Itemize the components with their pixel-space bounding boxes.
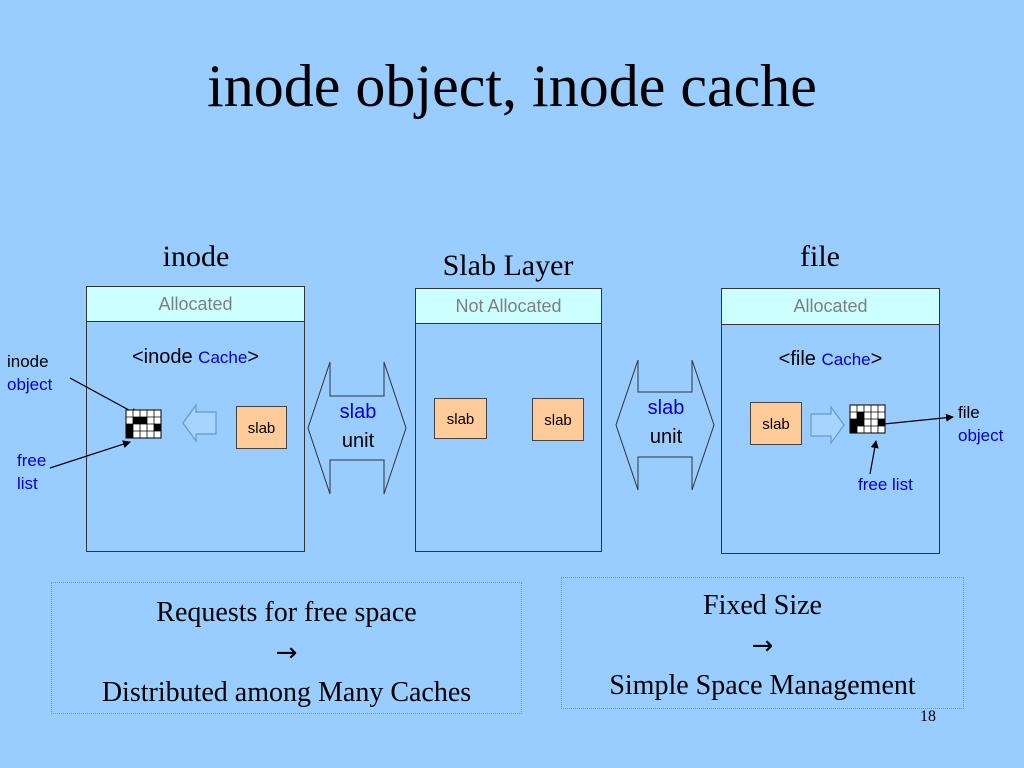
inode-cache-label: <inode Cache> <box>86 346 305 369</box>
slide-title: inode object, inode cache <box>207 53 817 119</box>
file-object-line2: object <box>958 426 1004 445</box>
free-list-left-line2: list <box>17 474 38 493</box>
inode-object-line1: inode <box>7 352 49 371</box>
exchange-left-line1: slab <box>339 401 377 423</box>
cache-close-bracket: > <box>247 346 259 368</box>
exchange-left-line2: unit <box>341 430 375 452</box>
file-column-title: file <box>800 240 840 273</box>
grid-filled-cell <box>857 412 864 419</box>
free-list-left-line1: free <box>17 451 47 470</box>
file-object-line1: file <box>958 403 980 422</box>
note-left-line2: Distributed among Many Caches <box>101 677 472 708</box>
file-allocated-header: Allocated <box>721 288 940 325</box>
slab-layer-title: Slab Layer <box>442 249 574 282</box>
file-object-label: file object <box>958 401 1003 447</box>
cache-close-bracket: > <box>870 348 883 370</box>
grid-filled-cell <box>126 431 133 438</box>
cache-open-bracket: < <box>131 346 144 368</box>
grid-filled-cell <box>154 424 161 431</box>
inode-object-pointer <box>69 377 139 416</box>
inode-object-line2: object <box>7 375 53 394</box>
file-cache-name: file <box>790 348 816 370</box>
exchange-right-shape <box>615 359 715 491</box>
free-list-left-pointer <box>49 440 131 469</box>
slab-layer-slab-right: slab <box>532 398 584 441</box>
not-allocated-header: Not Allocated <box>415 288 602 324</box>
inode-slab: slab <box>236 406 287 449</box>
file-free-list-grid-icon <box>849 404 886 434</box>
note-right-arrow: → <box>751 631 774 661</box>
grid-filled-cell <box>850 426 857 433</box>
exchange-left-shape <box>307 361 407 495</box>
grid-filled-cell <box>133 417 140 424</box>
exchange-right-line1: slab <box>647 397 685 419</box>
cache-open-bracket: < <box>778 348 791 370</box>
file-object-pointer <box>883 413 954 425</box>
cache-word: Cache <box>821 350 871 369</box>
note-left-line1: Requests for free space <box>156 597 417 628</box>
grid-filled-cell <box>857 419 864 426</box>
page-number: 18 <box>920 708 936 725</box>
inode-object-label: inode object <box>7 350 52 396</box>
note-left-arrow: → <box>275 638 298 668</box>
grid-filled-cell <box>878 419 885 426</box>
hollow-arrow-left-icon <box>182 403 217 443</box>
hollow-arrow-right-icon <box>810 405 845 445</box>
inode-free-list-grid-icon <box>125 409 162 439</box>
exchange-right-line2: unit <box>649 426 683 448</box>
cache-word: Cache <box>198 348 248 367</box>
file-cache-label: <file Cache> <box>721 348 940 371</box>
inode-allocated-header: Allocated <box>86 286 305 322</box>
note-right-line1: Fixed Size <box>703 590 822 621</box>
file-slab: slab <box>750 402 802 445</box>
inode-cache-name: inode <box>143 346 193 368</box>
grid-filled-cell <box>126 424 133 431</box>
exchange-left-label: slab unit <box>330 398 386 456</box>
note-right: Fixed Size → Simple Space Management <box>561 577 964 709</box>
free-list-right-pointer <box>869 440 879 475</box>
grid-filled-cell <box>850 419 857 426</box>
note-right-line2: Simple Space Management <box>609 670 916 701</box>
exchange-right-label: slab unit <box>638 394 694 452</box>
grid-filled-cell <box>140 417 147 424</box>
slab-layer-slab-left: slab <box>434 398 487 439</box>
note-left: Requests for free space → Distributed am… <box>51 582 522 714</box>
free-list-right-label: free list <box>858 475 913 494</box>
free-list-left-label: free list <box>17 449 46 495</box>
inode-column-title: inode <box>162 240 230 273</box>
